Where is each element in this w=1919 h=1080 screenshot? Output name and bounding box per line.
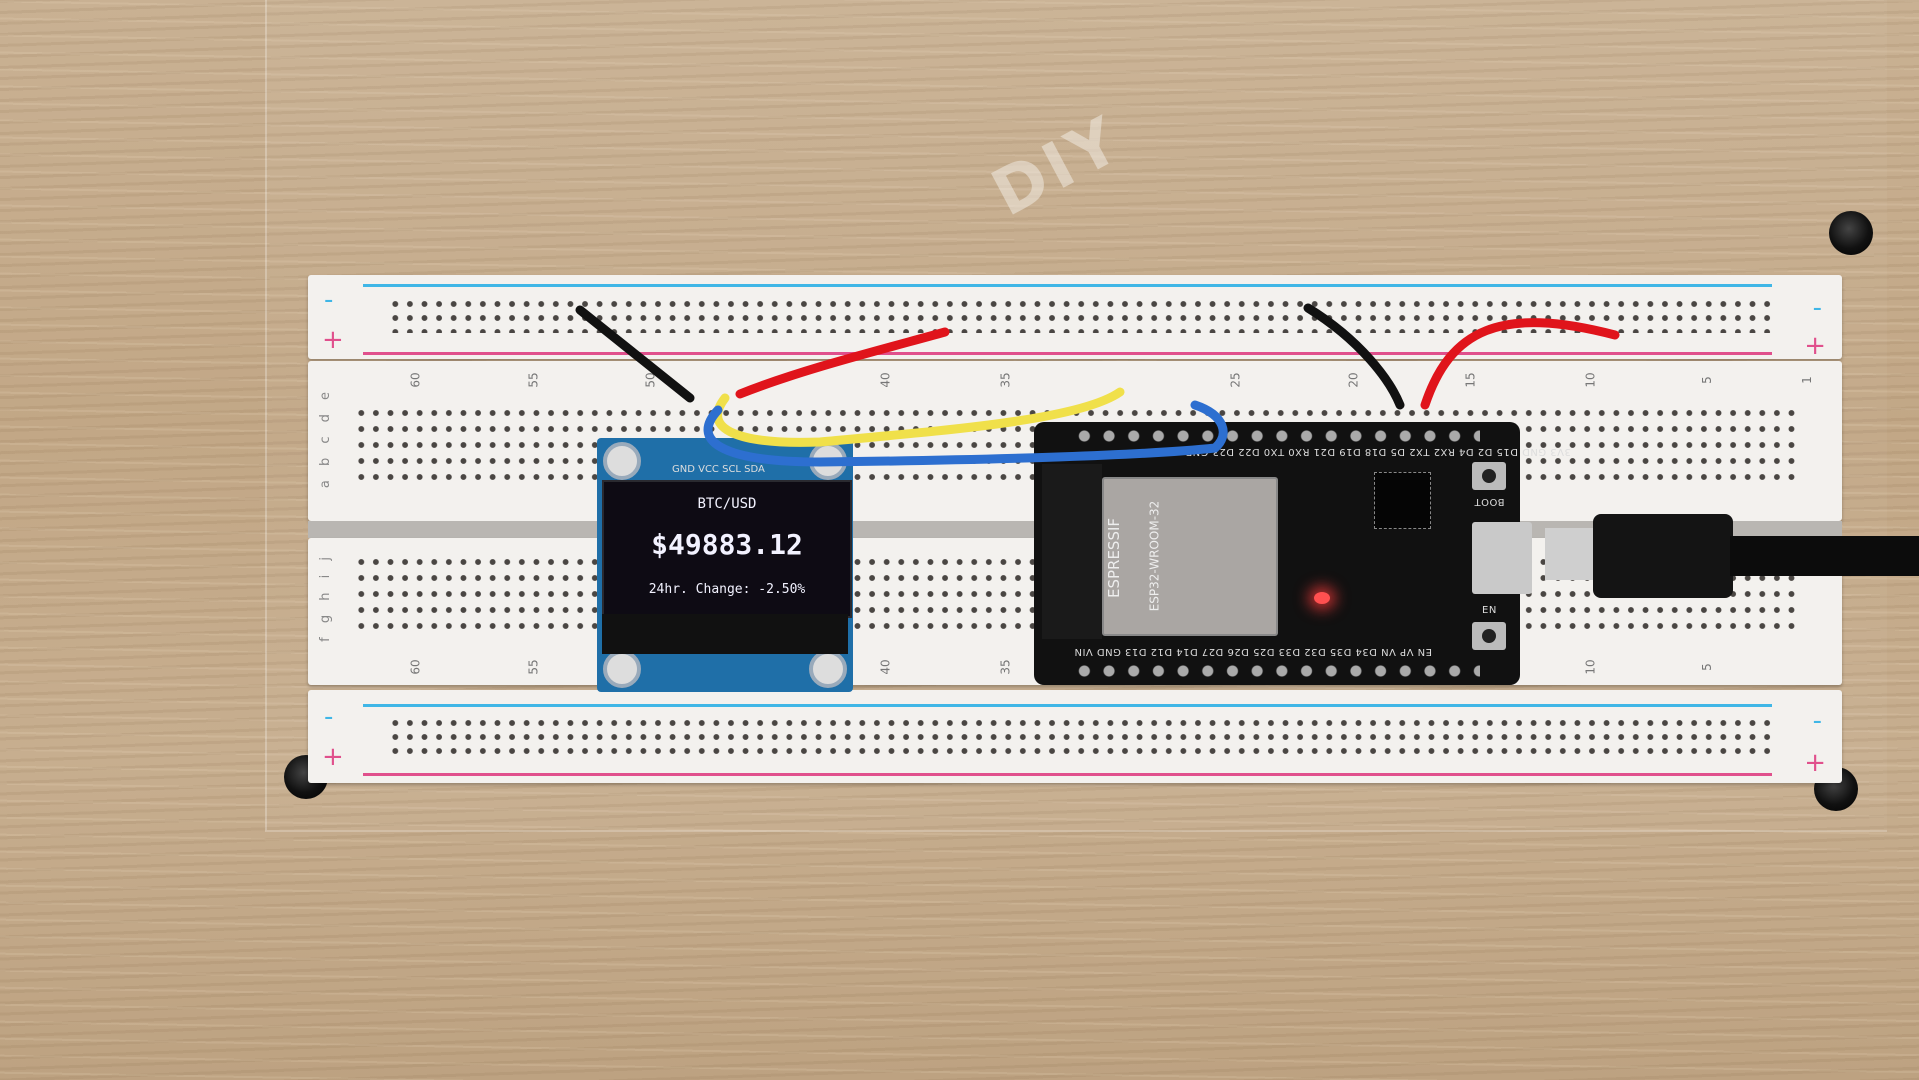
en-button[interactable] [1472, 622, 1506, 650]
boot-button[interactable] [1472, 462, 1506, 490]
wire-red-3v3-rail [1420, 318, 1620, 410]
rail-line-negative [363, 704, 1772, 707]
usb-cord [1730, 536, 1919, 576]
top-header-pins [1072, 427, 1480, 445]
price-value: $49883.12 [651, 528, 803, 561]
bottom-power-rail: - + - + [308, 690, 1842, 783]
usb-plug-metal [1545, 528, 1595, 580]
wire-red-vcc-oled [735, 327, 950, 399]
minus-sign: - [324, 285, 334, 315]
mount-hole [603, 442, 641, 480]
mount-hole [603, 650, 641, 688]
oled-screen: BTC/USD $49883.12 24hr. Change: -2.50% [602, 480, 852, 618]
minus-sign: - [1812, 293, 1822, 323]
plus-sign: + [1804, 748, 1826, 778]
screw-top-right [1829, 211, 1873, 255]
plus-sign: + [1804, 331, 1826, 361]
esp32-wroom-module: ESPRESSIF ESP32-WROOM-32 [1102, 477, 1278, 636]
oled-pin-labels: GND VCC SCL SDA [672, 464, 765, 475]
ribbon-flex [602, 614, 848, 654]
rail-holes [388, 716, 1772, 756]
esp32-devkit-board: 3V3 GND D15 D2 D4 RX2 TX2 D5 D18 D19 D21… [1034, 422, 1571, 685]
bottom-header-pins [1072, 662, 1480, 680]
minus-sign: - [324, 702, 334, 732]
pcb-antenna [1042, 464, 1102, 639]
rail-line-positive [363, 773, 1772, 776]
en-label: EN [1482, 605, 1497, 616]
ticker-label: BTC/USD [697, 496, 757, 512]
wire-black-gnd-rail [1303, 303, 1405, 410]
wire-blue-sda [703, 400, 1228, 467]
micro-usb-port [1472, 522, 1532, 594]
wire-black-gnd-oled [575, 305, 695, 403]
usb-uart-chip [1374, 472, 1431, 529]
plus-sign: + [322, 742, 344, 772]
wire-yellow-scl [713, 387, 1125, 447]
minus-sign: - [1812, 706, 1822, 736]
plus-sign: + [322, 325, 344, 355]
usb-plug-housing [1593, 514, 1733, 598]
power-led [1314, 592, 1330, 604]
usb-cable [1545, 514, 1919, 598]
rail-line-negative [363, 284, 1772, 287]
change-value: 24hr. Change: -2.50% [648, 582, 806, 597]
rail-line-positive [363, 352, 1772, 355]
oled-display-module: GND VCC SCL SDA BTC/USD $49883.12 24hr. … [597, 438, 853, 692]
